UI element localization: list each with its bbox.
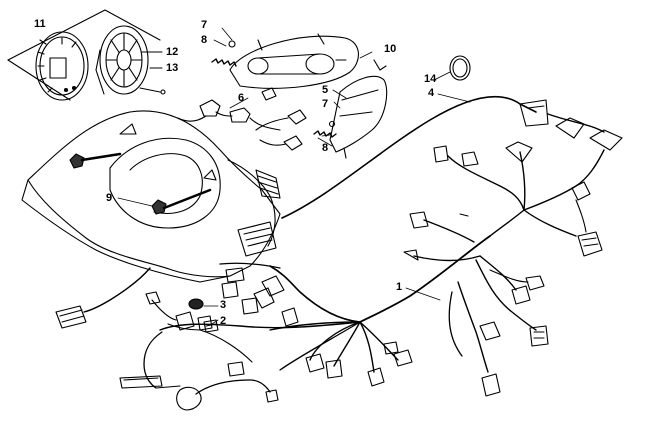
callout-7-upper: 7 (201, 19, 208, 31)
main-housing (21, 110, 281, 283)
callout-11: 11 (34, 18, 46, 30)
callout-5: 5 (322, 84, 329, 96)
callout-10: 10 (384, 43, 397, 55)
callout-14: 14 (424, 73, 437, 85)
mounting-bolt-lower (151, 188, 212, 215)
retaining-ring (449, 55, 471, 81)
callout-9: 9 (106, 192, 113, 204)
main-harness (159, 211, 549, 397)
side-panel (329, 59, 388, 159)
callout-2: 2 (220, 315, 227, 327)
bulb-sockets (177, 87, 307, 151)
callout-1: 1 (396, 281, 403, 293)
screw (160, 89, 166, 95)
spring-upper (211, 40, 237, 67)
upper-housing (229, 33, 359, 89)
callout-13: 13 (166, 62, 179, 74)
fuse-block (203, 319, 219, 333)
left-harness-branch (55, 267, 279, 411)
leader-lines (117, 27, 471, 325)
fuse-cap (188, 298, 204, 310)
speedometer-gauge (35, 31, 89, 101)
screw-leader (139, 87, 161, 93)
instrument-cluster-group (7, 9, 166, 101)
callout-6: 6 (238, 92, 245, 104)
upper-harness-branch (281, 95, 623, 257)
gauge-bezel (95, 25, 149, 95)
mounting-bolt-upper (69, 152, 122, 169)
callout-12: 12 (166, 46, 179, 58)
callout-8-lower: 8 (322, 142, 329, 154)
callout-4: 4 (428, 87, 435, 99)
callout-8-upper: 8 (201, 34, 208, 46)
callout-3: 3 (220, 299, 227, 311)
spring-lower (313, 120, 337, 138)
callout-7-lower: 7 (322, 98, 329, 110)
